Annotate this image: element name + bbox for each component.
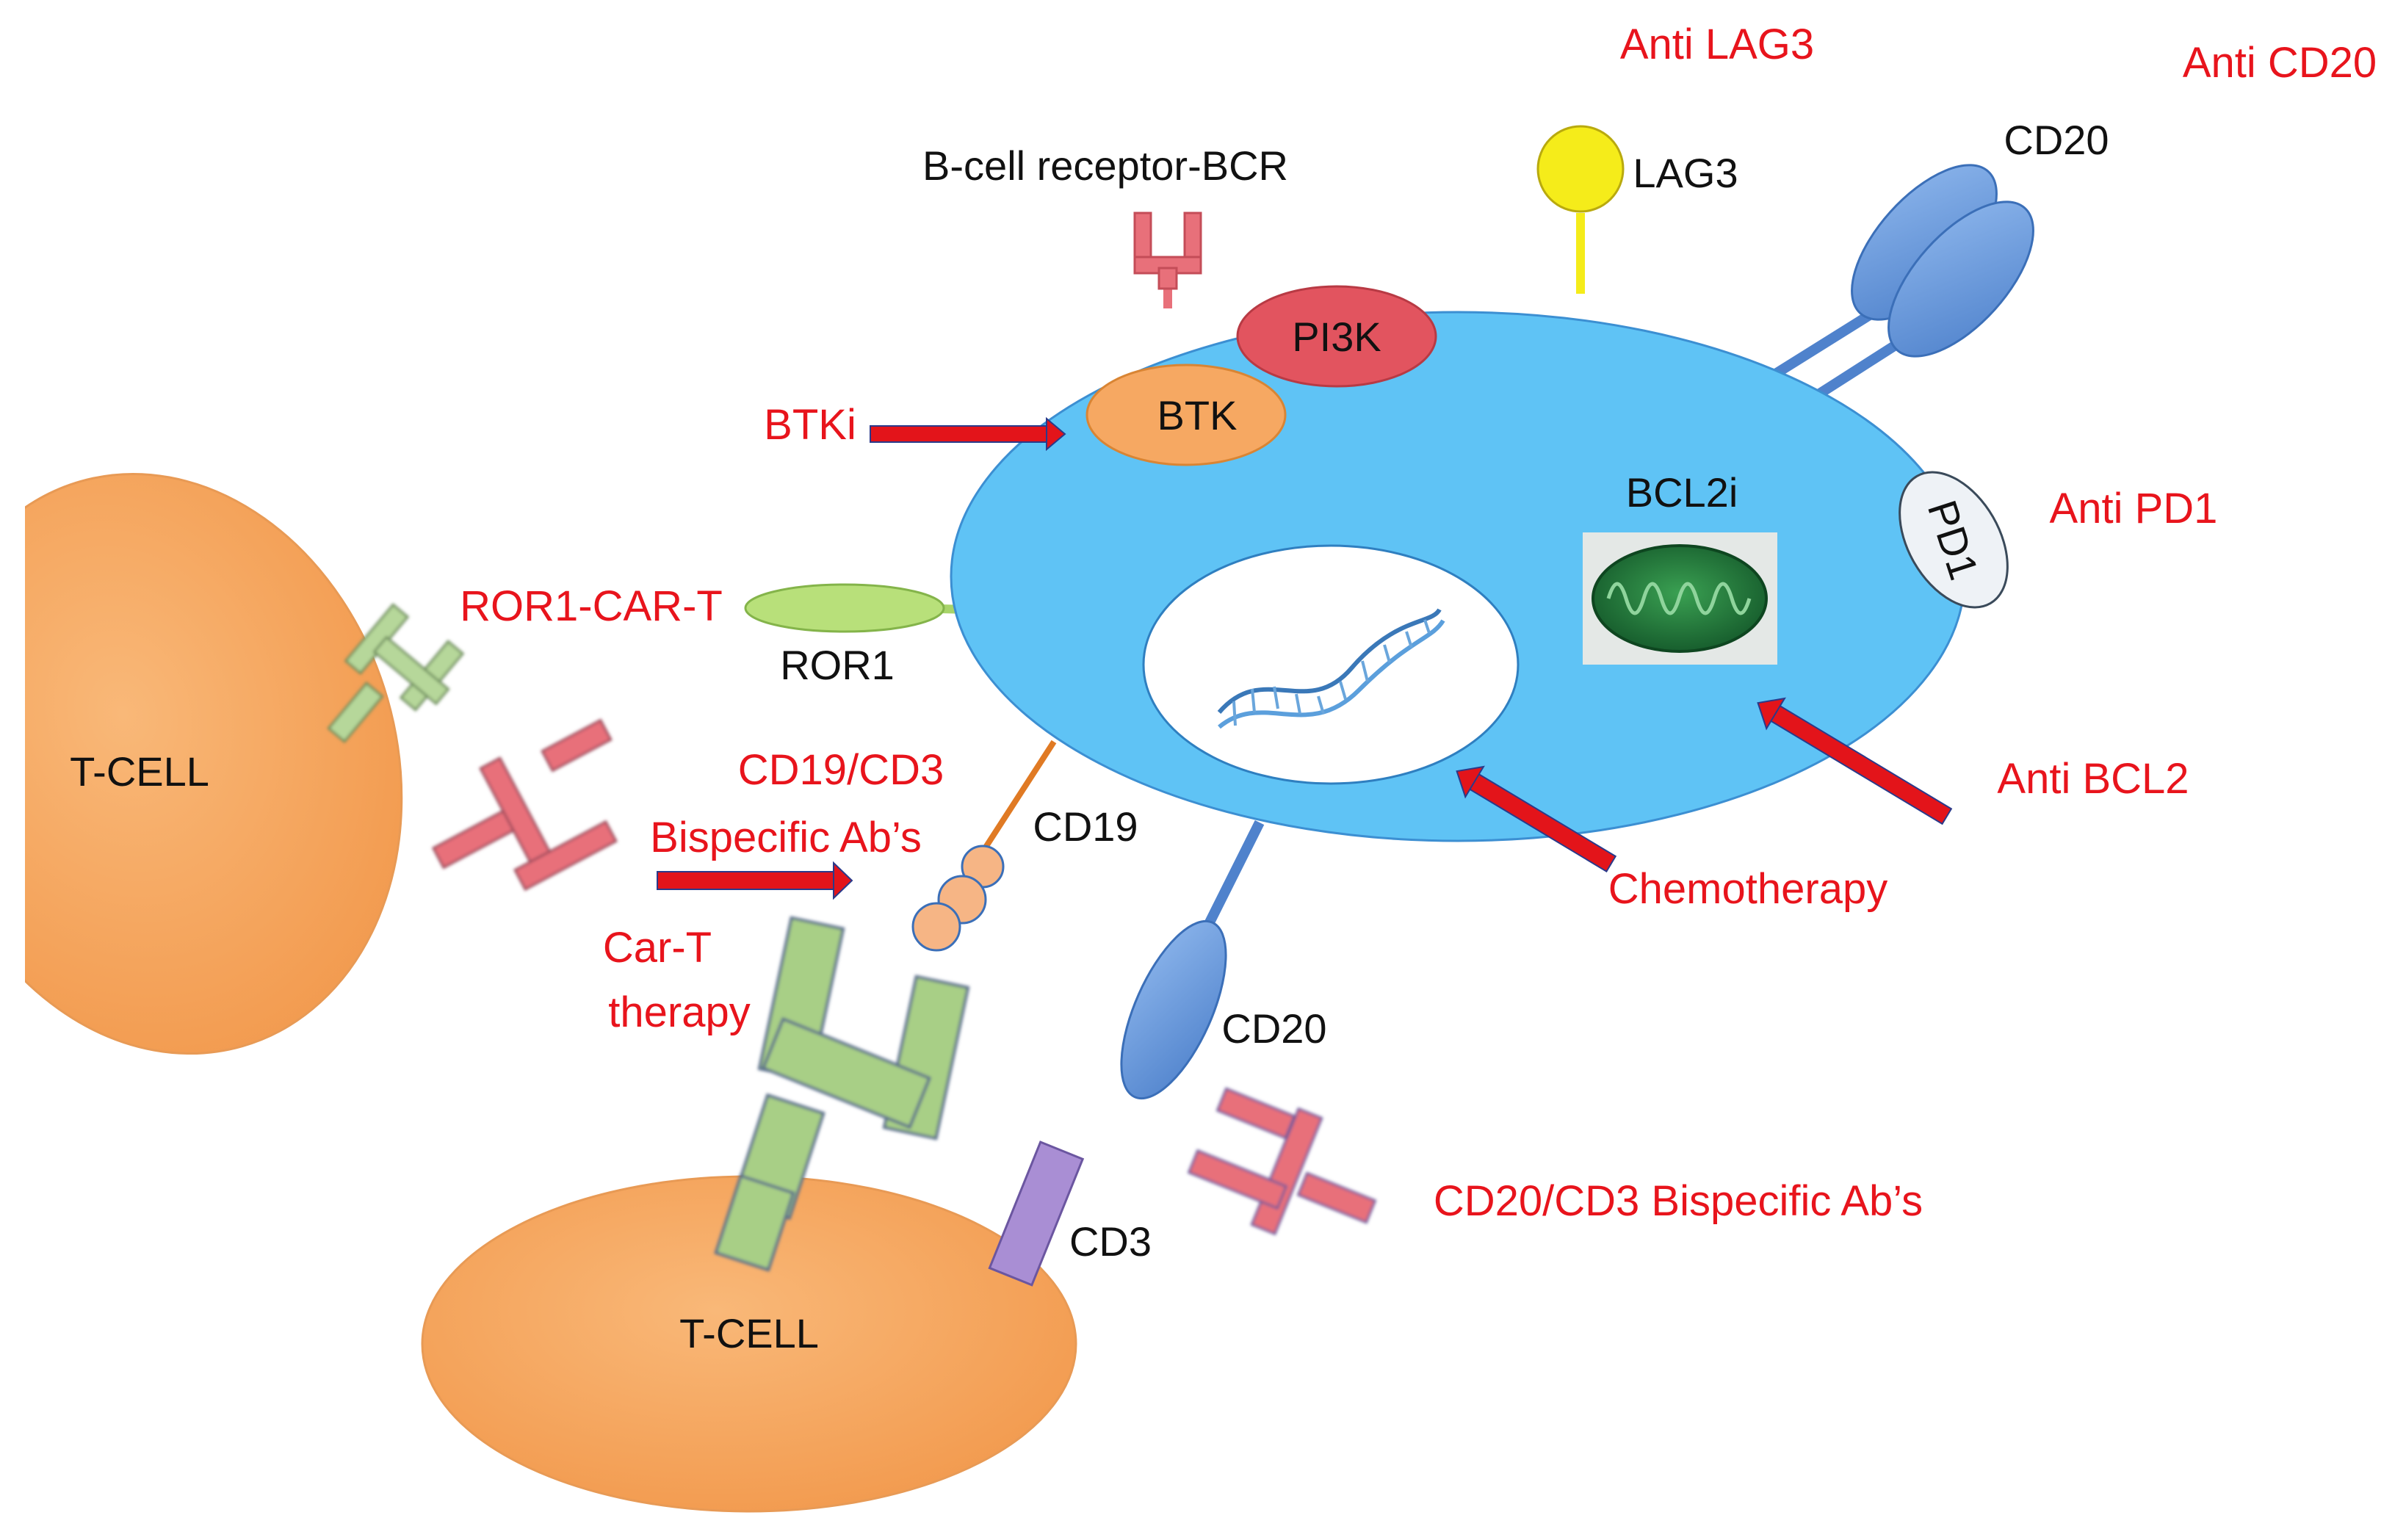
cd3-label: CD3	[1069, 1218, 1152, 1265]
bcr-label: B-cell receptor-BCR	[922, 142, 1288, 189]
car-t-receptor	[714, 916, 970, 1272]
btk-node: BTK	[1085, 364, 1287, 466]
cd19-label: CD19	[1033, 803, 1138, 850]
t-cell-left-label: T-CELL	[70, 748, 209, 795]
car-t-label-line2: therapy	[608, 988, 750, 1036]
btki-label: BTKi	[764, 401, 856, 449]
cd20-top-receptor	[1851, 164, 2034, 358]
lag3-label: LAG3	[1633, 150, 1738, 196]
anti-pd1-label: Anti PD1	[2050, 485, 2218, 532]
anti-bcl2-arrow	[1757, 697, 1953, 825]
btki-arrow	[870, 416, 1066, 452]
cd20-bottom-receptor	[1120, 919, 1227, 1100]
bcr-receptor	[1133, 212, 1202, 290]
anti-lag3-label: Anti LAG3	[1620, 21, 1814, 68]
t-cell-left: T-CELL	[0, 473, 403, 1055]
btk-label: BTK	[1157, 392, 1238, 438]
cd19-cd3-bispecific-antibody	[431, 718, 618, 892]
bcl2i-label: BCL2i	[1626, 469, 1738, 516]
dna-helix-icon	[1217, 608, 1445, 729]
ror1-car-t-label: ROR1-CAR-T	[460, 582, 723, 630]
nucleus	[1142, 544, 1520, 785]
arrows	[657, 416, 1953, 900]
chemotherapy-arrow	[1456, 765, 1617, 872]
ror1-label: ROR1	[780, 642, 895, 688]
cd20-bottom-label: CD20	[1221, 1005, 1326, 1052]
ror1-receptor	[744, 583, 945, 633]
cd19-cd3-label-line2: Bispecific Ab’s	[650, 814, 922, 861]
pi3k-label: PI3K	[1292, 314, 1381, 360]
lag3-receptor	[1536, 125, 1625, 213]
cd20-cd3-bispecific-label: CD20/CD3 Bispecific Ab’s	[1434, 1177, 1923, 1225]
car-t-label-line1: Car-T	[603, 924, 712, 972]
mitochondrion-icon	[1583, 532, 1777, 665]
cd20-top-label: CD20	[2004, 117, 2109, 163]
cd19-cd3-label-line1: CD19/CD3	[738, 746, 944, 794]
t-cell-bottom-label: T-CELL	[679, 1310, 819, 1356]
cd20-cd3-bispecific-antibody	[1187, 1087, 1377, 1236]
pd1-receptor: PD1	[1899, 471, 2009, 609]
ror1-car-t-receptor	[327, 603, 465, 743]
chemotherapy-label: Chemotherapy	[1608, 865, 1887, 913]
cd19-cd3-arrow	[657, 861, 853, 900]
cd19-receptor	[911, 845, 1005, 952]
cd3-receptor	[988, 1140, 1085, 1287]
anti-cd20-label: Anti CD20	[2183, 39, 2377, 87]
anti-bcl2-label: Anti BCL2	[1997, 755, 2189, 803]
pi3k-node: PI3K	[1236, 285, 1437, 388]
